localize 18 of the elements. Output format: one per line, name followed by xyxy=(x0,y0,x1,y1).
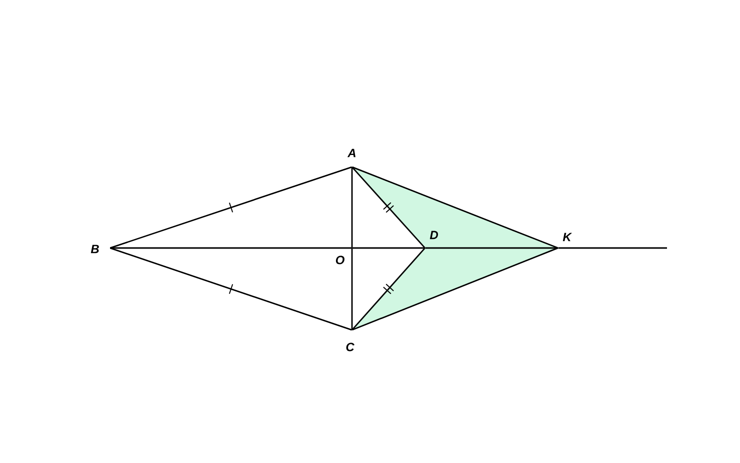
line-segment xyxy=(351,167,353,248)
line-segment xyxy=(352,166,558,249)
line-segment xyxy=(352,166,426,248)
line-segment xyxy=(351,248,353,330)
line-segment xyxy=(110,247,352,249)
point-label: O xyxy=(336,256,344,264)
line-segment xyxy=(425,247,558,249)
line-segment xyxy=(558,247,667,249)
line-segment xyxy=(110,166,352,249)
point-label: C xyxy=(346,342,354,352)
point-label: B xyxy=(90,244,99,254)
point-label: K xyxy=(562,232,572,242)
line-segment xyxy=(352,247,425,249)
line-segment xyxy=(352,248,426,330)
point-label: D xyxy=(430,230,438,240)
line-segment xyxy=(110,247,352,331)
point-label: A xyxy=(347,148,356,158)
line-segment xyxy=(352,247,558,331)
